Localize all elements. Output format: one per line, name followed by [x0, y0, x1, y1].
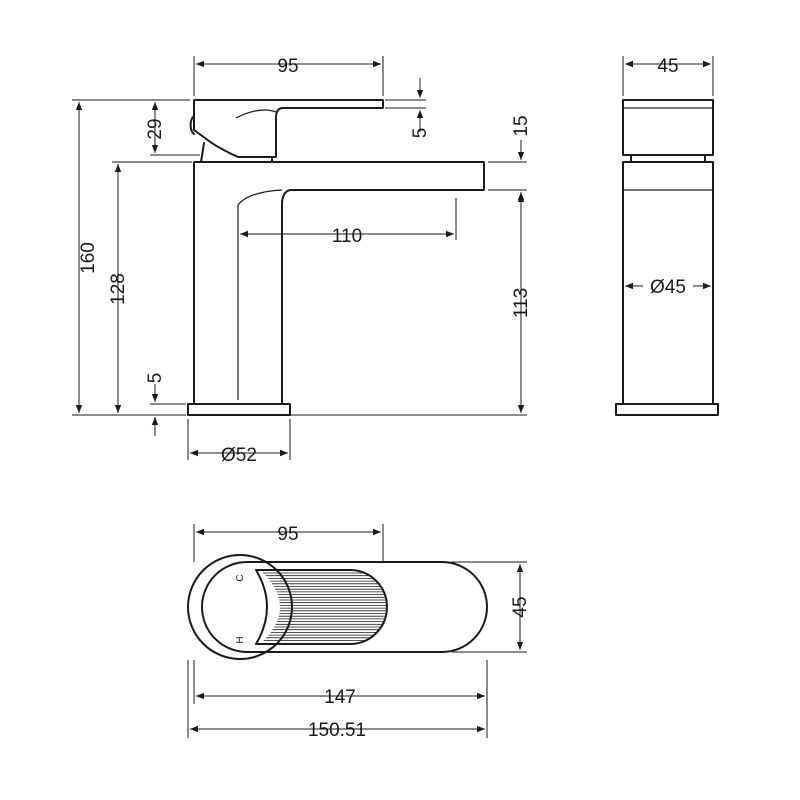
- dim-side-width: 45: [657, 56, 678, 77]
- dim-side-body-diameter: Ø45: [650, 277, 686, 298]
- dim-lever-gap: 5: [410, 128, 431, 139]
- plan-view: C H: [187, 554, 488, 660]
- dim-top-length: 147: [324, 687, 356, 708]
- plan-lever-grip: [255, 569, 388, 645]
- lever-pivot: [189, 115, 195, 135]
- dim-spout-thickness: 15: [511, 115, 532, 136]
- cartridge-collar: [200, 142, 273, 163]
- hot-marker: H: [235, 636, 246, 643]
- dim-total-height: 160: [78, 242, 99, 274]
- spout-inner-curve: [237, 189, 283, 206]
- plan-lever-base: [187, 554, 293, 660]
- dim-top-depth: 45: [510, 596, 531, 617]
- lever-shading: [235, 109, 277, 119]
- dim-spout-reach: 110: [332, 226, 362, 247]
- dim-outlet-height: 113: [511, 288, 532, 318]
- side-dimensions: 45 Ø45: [622, 56, 714, 298]
- plan-body-outline: [201, 561, 488, 653]
- dim-top-overall-length: 150.51: [308, 720, 366, 741]
- side-collar: [630, 154, 706, 163]
- side-base: [615, 403, 719, 416]
- dim-body-height: 128: [108, 273, 129, 305]
- tap-base: [187, 403, 291, 416]
- cold-marker: C: [235, 574, 246, 581]
- dim-base-thickness: 5: [145, 373, 166, 384]
- front-elevation-view: [187, 99, 527, 416]
- tap-body: [193, 161, 485, 405]
- front-dimensions: 95 160 29 128 5 15 113 110: [72, 56, 532, 466]
- plan-lever-knurling: [263, 572, 386, 641]
- dim-front-lever-width: 95: [277, 56, 298, 77]
- dim-top-lever-width: 95: [277, 524, 298, 545]
- side-elevation-view: [615, 99, 719, 416]
- dim-base-diameter: Ø52: [221, 445, 257, 466]
- dim-lever-height: 29: [145, 118, 166, 139]
- plan-dimensions: 95 45 147 150.51: [187, 524, 531, 741]
- lever-handle: [193, 99, 384, 158]
